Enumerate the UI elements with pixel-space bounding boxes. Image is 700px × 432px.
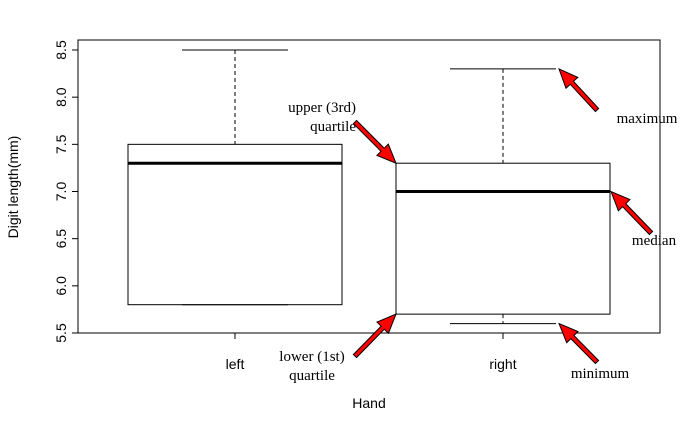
annotation-arrow-q1	[352, 313, 397, 359]
annotation-arrow-q3	[352, 119, 397, 165]
y-tick-label: 7.5	[53, 134, 69, 154]
y-axis-label: Digit length(mm)	[5, 136, 21, 239]
annotation-label-max: maximum	[617, 111, 678, 127]
iqr-box	[127, 143, 343, 306]
y-axis: 5.5 6.0 6.5 7.0 7.5 8.0 8.5	[53, 40, 79, 343]
annotations: upper (3rd)quartile lower (1st)quartile ma…	[279, 67, 678, 384]
box-left	[127, 49, 343, 306]
annotation-label-min: minimum	[571, 366, 630, 382]
annotation-arrow-max	[558, 67, 600, 113]
y-tick-label: 6.5	[53, 229, 69, 249]
box-right	[395, 68, 611, 325]
y-tick-label: 8.0	[53, 87, 69, 107]
boxes	[127, 49, 611, 325]
x-tick-label-left: left	[226, 356, 245, 372]
iqr-box	[395, 162, 611, 315]
annotation-label-q3: upper (3rd)quartile	[288, 100, 356, 135]
x-tick-label-right: right	[489, 356, 516, 372]
annotation-arrow-min	[558, 322, 600, 365]
annotation-label-q1: lower (1st)quartile	[279, 349, 344, 384]
y-tick-label: 7.0	[53, 182, 69, 202]
annotation-arrow-median	[610, 190, 654, 236]
x-axis-label: Hand	[352, 395, 385, 411]
y-tick-label: 6.0	[53, 276, 69, 296]
y-tick-label: 8.5	[53, 40, 69, 60]
annotation-label-median: median	[632, 233, 677, 249]
x-axis: left right	[226, 332, 517, 372]
y-tick-label: 5.5	[53, 323, 69, 343]
